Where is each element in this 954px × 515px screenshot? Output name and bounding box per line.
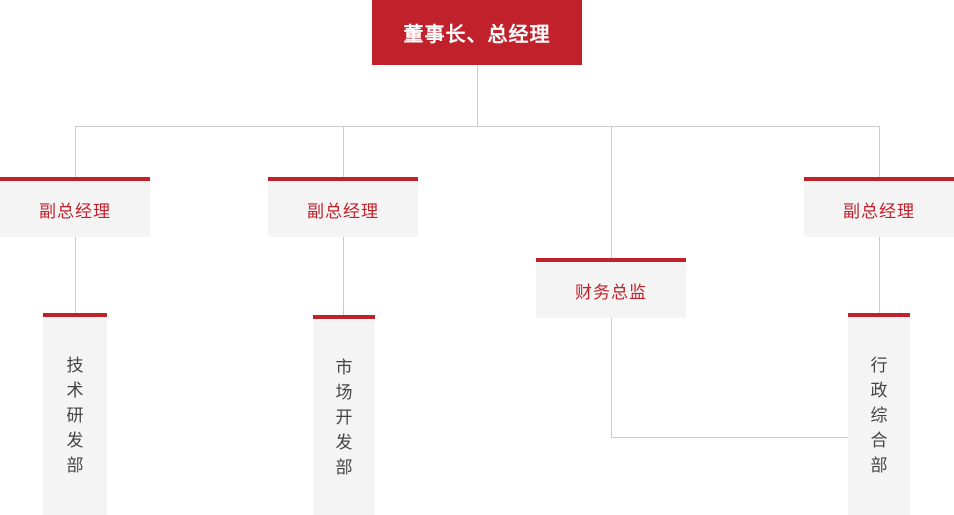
dept1-char-4: 发 <box>66 431 84 450</box>
node-financial-director-label: 财务总监 <box>575 282 647 302</box>
dept2-char-5: 部 <box>335 458 353 477</box>
node-financial-director[interactable]: 财务总监 <box>536 258 686 318</box>
node-department-market-development[interactable]: 市 场 开 发 部 <box>313 315 375 515</box>
connector-cfo-elbow-vertical <box>611 318 612 437</box>
dept3-char-1: 行 <box>870 356 888 375</box>
connector-drop-cfo <box>611 126 612 258</box>
dept3-char-4: 合 <box>870 431 888 450</box>
connector-drop-vp3 <box>879 126 880 177</box>
connector-vp2-to-dept2 <box>343 237 344 315</box>
node-vice-general-manager-2-label: 副总经理 <box>307 201 379 221</box>
dept1-char-3: 研 <box>66 406 84 425</box>
node-department-administration[interactable]: 行 政 综 合 部 <box>848 313 910 515</box>
dept2-char-1: 市 <box>335 358 353 377</box>
dept3-char-5: 部 <box>870 456 888 475</box>
node-chairman-general-manager[interactable]: 董事长、总经理 <box>372 0 582 65</box>
node-vice-general-manager-1-label: 副总经理 <box>39 201 111 221</box>
node-department-technology-rd[interactable]: 技 术 研 发 部 <box>43 313 107 515</box>
dept2-char-3: 开 <box>335 408 353 427</box>
node-chairman-general-manager-label: 董事长、总经理 <box>403 24 551 46</box>
dept3-char-2: 政 <box>870 381 888 400</box>
node-vice-general-manager-3[interactable]: 副总经理 <box>804 177 954 237</box>
connector-root-stem <box>477 65 478 126</box>
connector-cfo-elbow-horizontal <box>611 437 849 438</box>
connector-drop-vp1 <box>75 126 76 177</box>
dept3-char-3: 综 <box>870 406 888 425</box>
dept1-char-1: 技 <box>66 356 84 375</box>
node-vice-general-manager-1[interactable]: 副总经理 <box>0 177 150 237</box>
connector-vp1-to-dept1 <box>75 237 76 313</box>
node-vice-general-manager-3-label: 副总经理 <box>843 201 915 221</box>
connector-drop-vp2 <box>343 126 344 177</box>
dept1-char-5: 部 <box>66 456 84 475</box>
dept2-char-2: 场 <box>335 383 353 402</box>
dept1-char-2: 术 <box>66 381 84 400</box>
connector-horizontal-bus <box>75 126 880 127</box>
dept2-char-4: 发 <box>335 433 353 452</box>
connector-vp3-to-dept3 <box>879 237 880 313</box>
node-vice-general-manager-2[interactable]: 副总经理 <box>268 177 418 237</box>
